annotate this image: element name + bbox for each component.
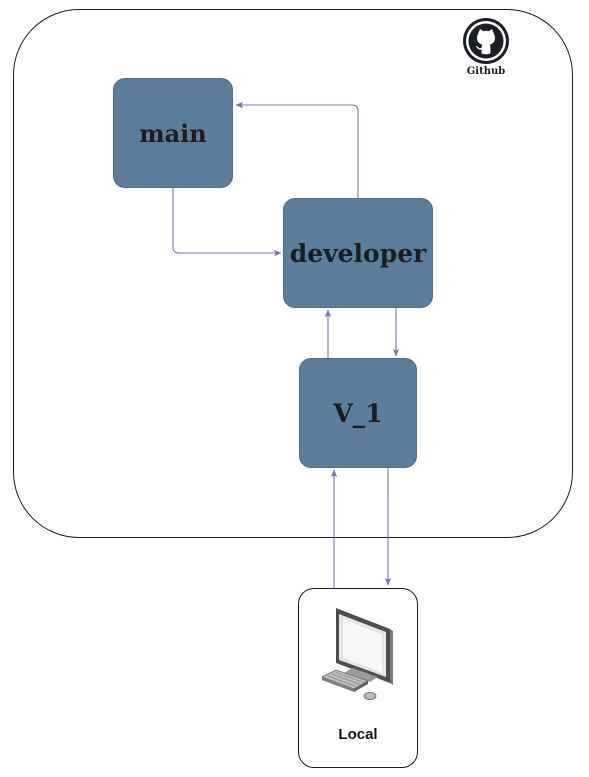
edge-main-to-developer bbox=[172, 188, 282, 257]
desktop-computer-icon bbox=[318, 605, 398, 705]
branch-node-main: main bbox=[113, 78, 233, 188]
local-label: Local bbox=[338, 726, 378, 743]
branch-node-developer: developer bbox=[283, 198, 433, 308]
github-label: Github bbox=[466, 66, 506, 77]
branch-node-v1: V_1 bbox=[299, 358, 417, 468]
github-icon bbox=[462, 17, 510, 65]
edge-developer-to-main bbox=[235, 101, 359, 198]
